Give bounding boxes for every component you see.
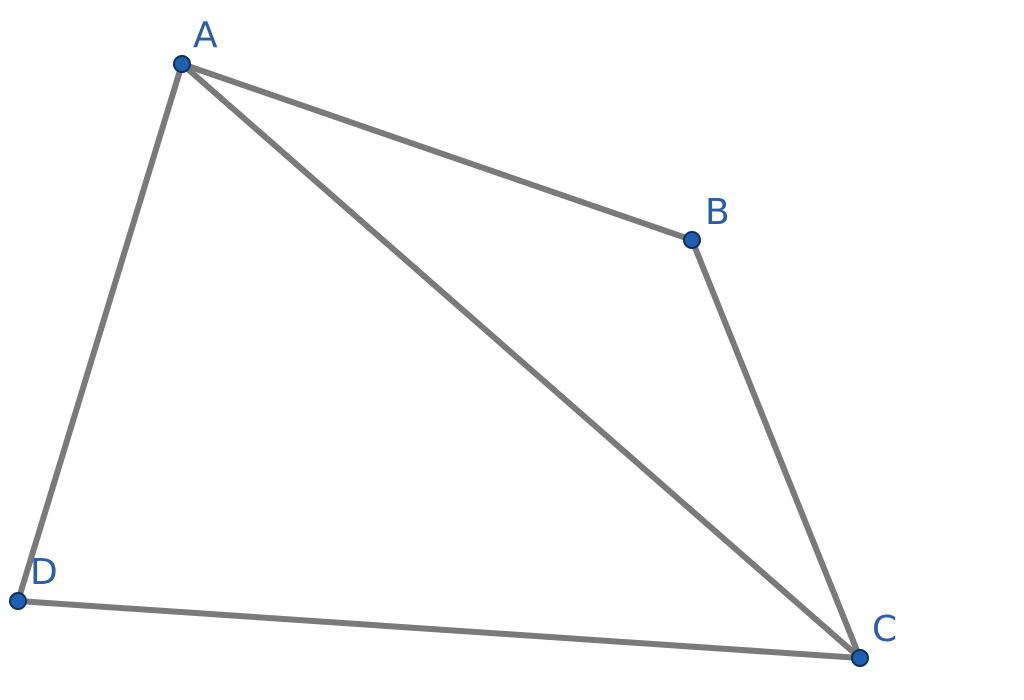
point-label-d: D [30,552,58,593]
point-b[interactable] [683,231,701,249]
point-a[interactable] [173,55,191,73]
segment-ac [179,61,863,661]
point-c[interactable] [851,649,869,667]
segments-layer [15,61,863,661]
segment-bc [689,237,863,661]
point-label-c: C [872,609,897,650]
segment-cd [15,598,863,661]
segment-ab [179,61,695,243]
point-label-b: B [705,192,730,233]
points-layer [9,55,869,667]
labels-layer: A B C D [30,15,897,650]
segment-da [15,61,185,604]
point-d[interactable] [9,592,27,610]
point-label-a: A [193,15,218,56]
